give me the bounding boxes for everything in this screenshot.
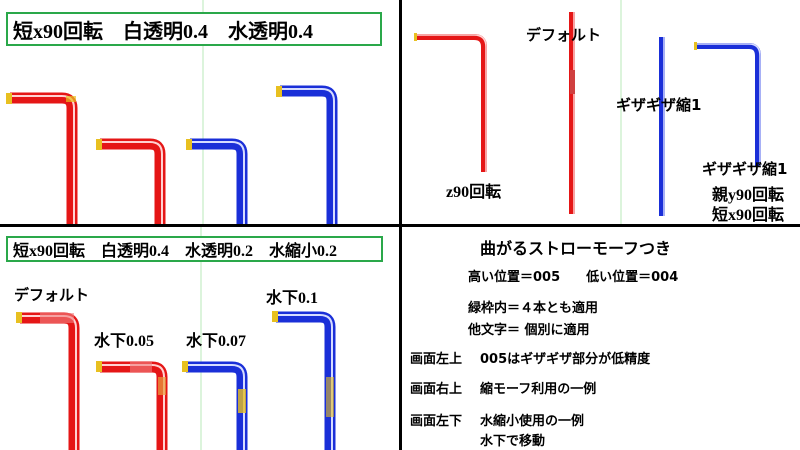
straw-blue-jagged: [659, 37, 665, 216]
panel-top-left: 短x90回転 白透明0.4 水透明0.4: [0, 0, 399, 224]
straw-red-z90: [414, 33, 487, 172]
straw-scene-top-right: [414, 0, 761, 224]
other-text: 他文字＝ 個別に適用: [468, 323, 590, 338]
straw-bl-w007: [182, 361, 248, 450]
straw-red-1: [6, 92, 78, 224]
note3-text1: 水縮小使用の一例: [480, 414, 585, 429]
green-frame-text: 緑枠内＝４本とも適用: [468, 301, 599, 316]
note2-label: 画面右上: [410, 382, 463, 397]
straw-bl-w01: [272, 311, 336, 450]
top-left-title-box: 短x90回転 白透明0.4 水透明0.4: [6, 12, 382, 46]
straw-red-default: [569, 12, 575, 214]
panel-bottom-right: 曲がるストローモーフつき 高い位置＝005 低い位置＝004 緑枠内＝４本とも適…: [402, 227, 800, 450]
label-combo-2: 親y90回転: [712, 187, 785, 204]
note3-label: 画面左下: [410, 414, 463, 429]
heading: 曲がるストローモーフつき: [480, 239, 672, 258]
bottom-left-title: 短x90回転 白透明0.4 水透明0.2 水縮小0.2: [13, 243, 338, 260]
label-combo-3: 短x90回転: [712, 207, 785, 224]
straw-scene-bottom-left: [16, 227, 336, 450]
note3-text2: 水下で移動: [480, 434, 546, 449]
straw-bl-w005: [96, 361, 168, 450]
label-combo-1: ギザギザ縮1: [702, 160, 788, 178]
straw-bl-default: [16, 312, 80, 450]
straw-blue-combo: [694, 42, 761, 166]
straw-blue-2: [276, 85, 338, 224]
label-jagged: ギザギザ縮1: [616, 96, 702, 114]
top-left-title: 短x90回転 白透明0.4 水透明0.4: [13, 20, 313, 43]
label-bl-default: デフォルト: [14, 286, 90, 304]
label-default: デフォルト: [526, 26, 602, 44]
note2-text: 縮モーフ利用の一例: [480, 382, 597, 397]
positions-text: 高い位置＝005 低い位置＝004: [468, 270, 679, 285]
label-bl-w01: 水下0.1: [266, 290, 319, 307]
straw-scene-top-left: [6, 0, 338, 224]
label-z90: z90回転: [446, 184, 502, 201]
panel-top-right: デフォルト ギザギザ縮1 z90回転 ギザギザ縮1 親y90回転 短x90回転: [402, 0, 800, 224]
label-bl-w007: 水下0.07: [186, 333, 247, 350]
straw-red-2: [96, 138, 166, 224]
label-bl-w005: 水下0.05: [94, 333, 155, 350]
panel-bottom-left: 短x90回転 白透明0.4 水透明0.2 水縮小0.2 デフォルト 水下0.05…: [0, 227, 399, 450]
vertical-divider: [399, 0, 402, 450]
straw-blue-1: [186, 138, 248, 224]
bottom-left-title-box: 短x90回転 白透明0.4 水透明0.2 水縮小0.2: [6, 236, 383, 262]
note1-label: 画面左上: [410, 352, 463, 367]
note1-text: 005はギザギザ部分が低精度: [480, 352, 651, 367]
